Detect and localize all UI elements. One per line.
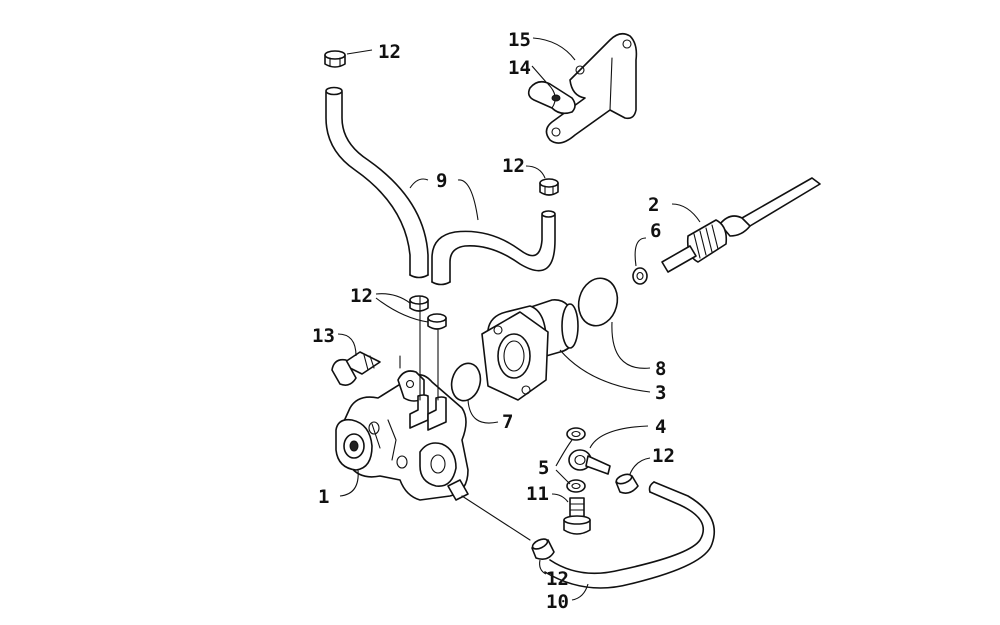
leader-12d <box>629 457 651 475</box>
callout-4: 4 <box>655 416 666 438</box>
callout-12-banjo: 12 <box>652 445 675 467</box>
part-washer-6 <box>632 267 648 285</box>
part-bracket <box>545 32 638 144</box>
part-hose-long <box>544 481 716 589</box>
callout-14: 14 <box>508 57 531 79</box>
part-bolt-11 <box>563 497 591 535</box>
part-o-ring-8 <box>577 277 619 327</box>
callout-2: 2 <box>648 194 659 216</box>
callout-5: 5 <box>538 457 549 479</box>
assembly-line-pump-to-hose <box>461 495 531 541</box>
leader-6 <box>634 237 647 267</box>
callout-7: 7 <box>502 411 513 433</box>
callout-12-right-hose: 12 <box>502 155 525 177</box>
part-clamp-hose-bottom <box>531 538 555 560</box>
part-clamp-right-hose <box>539 178 559 196</box>
leader-1 <box>339 469 359 497</box>
leader-12c-b <box>375 297 429 323</box>
leader-14 <box>531 65 547 83</box>
part-clamp-top-left <box>324 50 346 68</box>
leader-5b <box>555 469 571 485</box>
part-oil-pump <box>335 370 469 501</box>
part-washer-5-top <box>566 427 586 441</box>
leader-13 <box>337 333 357 357</box>
leader-4 <box>589 425 649 449</box>
callout-12-hose-bottom: 12 <box>546 568 569 590</box>
part-gasket-7 <box>450 362 482 402</box>
part-bolt-13 <box>331 351 381 386</box>
part-clamp-banjo <box>615 473 639 494</box>
leader-9b <box>457 179 479 221</box>
leader-7 <box>467 399 499 424</box>
leader-10 <box>571 583 589 601</box>
callout-12-pump-outlets: 12 <box>350 285 373 307</box>
leader-12b <box>525 165 546 179</box>
leader-5a <box>555 439 573 467</box>
part-hose-left <box>325 86 429 279</box>
leader-12c-a <box>375 293 411 304</box>
part-banjo-fitting <box>568 449 611 475</box>
part-drive-cable <box>661 177 821 273</box>
part-clip <box>527 80 576 115</box>
callout-10: 10 <box>546 591 569 613</box>
callout-1: 1 <box>318 486 329 508</box>
callout-13: 13 <box>312 325 335 347</box>
callout-9: 9 <box>436 170 447 192</box>
callout-3: 3 <box>655 382 666 404</box>
leader-12a <box>346 49 373 55</box>
leader-11 <box>551 493 569 503</box>
leader-12e <box>539 559 547 575</box>
callout-12-top-left: 12 <box>378 41 401 63</box>
leader-15 <box>532 37 576 61</box>
callout-8: 8 <box>655 358 666 380</box>
callout-15: 15 <box>508 29 531 51</box>
callout-6: 6 <box>650 220 661 242</box>
leader-3 <box>559 349 651 393</box>
part-washer-5-bottom <box>566 479 586 493</box>
part-clamp-pump-outlet-b <box>427 313 447 330</box>
leader-2 <box>671 203 701 223</box>
part-clamp-pump-outlet-a <box>409 295 429 312</box>
leader-8 <box>611 321 651 369</box>
part-hose-right <box>431 210 556 286</box>
leader-9a <box>409 178 429 189</box>
part-housing <box>481 299 579 401</box>
callout-11: 11 <box>526 483 549 505</box>
